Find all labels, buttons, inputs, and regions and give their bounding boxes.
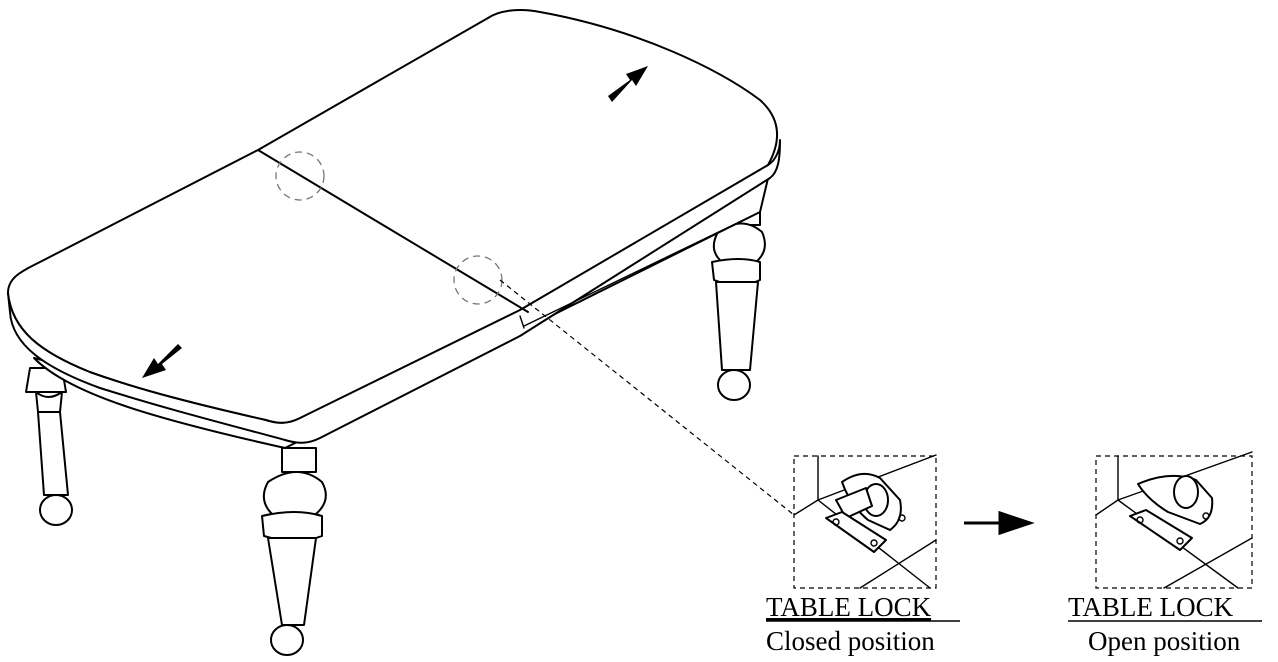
leaf-split-line [257,149,529,313]
caption-closed-subtitle: Closed position [766,626,935,656]
lock-detail-closed [793,454,937,589]
arrow-up-right-icon [608,66,648,102]
leg-back-left [25,367,73,526]
table-top [7,9,781,471]
caption-open-title: TABLE LOCK [1068,592,1234,622]
leg-front-center [261,447,327,656]
lock-location-circle-1 [275,151,325,201]
arrow-right-icon [964,510,1035,536]
lock-location-circle-2 [453,255,503,305]
arrow-down-left-icon [142,344,182,378]
leg-back-right [711,199,766,401]
caption-open-subtitle: Open position [1088,626,1241,656]
lock-detail-open [1095,451,1253,589]
caption-closed-title: TABLE LOCK [766,592,932,622]
